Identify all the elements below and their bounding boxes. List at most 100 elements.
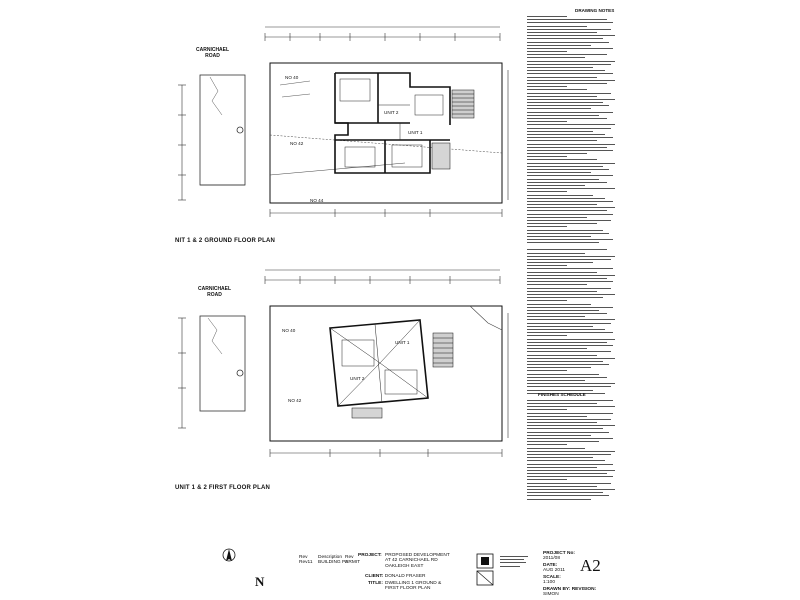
note-line xyxy=(527,306,613,308)
note-line xyxy=(527,406,615,408)
plan-title: NIT 1 & 2 GROUND FLOOR PLAN xyxy=(175,238,276,244)
note-line xyxy=(527,73,613,75)
title-field: TITLE: xyxy=(368,581,383,586)
client-field: CLIENT: DONALD FRASER xyxy=(365,574,426,579)
note-line xyxy=(527,325,593,327)
note-line xyxy=(527,316,585,318)
note-line xyxy=(527,226,567,228)
note-line xyxy=(527,223,597,225)
date-field: DATE:AUG 2011 xyxy=(543,563,566,574)
note-line xyxy=(527,86,567,88)
note-line xyxy=(527,332,613,334)
note-line xyxy=(527,54,607,56)
note-line xyxy=(527,322,611,324)
note-line xyxy=(527,268,613,270)
north-letter: N xyxy=(255,574,265,589)
note-line xyxy=(527,121,567,123)
note-line xyxy=(527,425,615,427)
schedule-heading: FINISHES SCHEDULE xyxy=(538,392,586,397)
note-line xyxy=(527,44,591,46)
note-line xyxy=(527,38,603,40)
note-line xyxy=(527,428,603,430)
note-line xyxy=(527,469,615,471)
note-line xyxy=(527,194,593,196)
note-line xyxy=(527,476,613,478)
lot-label: NO 42 xyxy=(290,141,304,146)
note-line xyxy=(527,297,603,299)
note-line xyxy=(527,447,585,449)
drawn-by-field: DRAWN BY: REVISION:SIMON xyxy=(543,587,597,598)
note-line xyxy=(527,265,567,267)
note-line xyxy=(527,271,597,273)
note-line xyxy=(527,434,591,436)
note-line xyxy=(527,172,591,174)
note-line xyxy=(527,51,567,53)
note-line xyxy=(527,495,609,497)
note-line xyxy=(527,335,567,337)
unit-label: UNIT 1 xyxy=(395,340,410,345)
note-line xyxy=(527,341,607,343)
note-line xyxy=(527,376,607,378)
note-line xyxy=(527,373,599,375)
notes-text-block xyxy=(527,16,619,500)
note-line xyxy=(527,293,615,295)
note-line xyxy=(527,133,605,135)
note-line xyxy=(527,188,615,190)
note-line xyxy=(527,200,613,202)
first-floor-drawing xyxy=(178,269,509,457)
note-line xyxy=(527,284,587,286)
unit-label: UNIT 2 xyxy=(384,110,399,115)
note-line xyxy=(527,338,615,340)
note-line xyxy=(527,146,607,148)
note-line xyxy=(527,399,613,401)
note-line xyxy=(527,159,597,161)
note-line xyxy=(527,463,613,465)
note-line xyxy=(527,351,611,353)
note-line xyxy=(527,492,603,494)
notes-heading: DRAWING NOTES xyxy=(575,8,615,13)
note-line xyxy=(527,153,587,155)
note-line xyxy=(527,249,607,251)
note-line xyxy=(527,178,599,180)
note-line xyxy=(527,114,599,116)
note-line xyxy=(527,149,613,151)
note-line xyxy=(527,92,611,94)
sheet-number: A2 xyxy=(580,556,601,575)
note-line xyxy=(527,415,587,417)
note-line xyxy=(527,47,613,49)
note-line xyxy=(527,165,603,167)
note-line xyxy=(527,252,585,254)
note-line xyxy=(527,386,611,388)
note-line xyxy=(527,460,605,462)
note-line xyxy=(527,213,613,215)
drawing-notes: DRAWING NOTES xyxy=(527,8,619,508)
note-line xyxy=(527,82,607,84)
note-line xyxy=(527,367,591,369)
note-line xyxy=(527,79,615,81)
note-line xyxy=(527,287,611,289)
note-line xyxy=(527,25,587,27)
plan-title: UNIT 1 & 2 FIRST FLOOR PLAN xyxy=(175,485,271,491)
note-line xyxy=(527,344,613,346)
lot-label: NO 40 xyxy=(285,75,299,80)
note-line xyxy=(527,169,609,170)
note-line xyxy=(527,498,591,500)
note-line xyxy=(527,258,611,260)
note-line xyxy=(527,70,605,72)
scale-field: SCALE:1:100 xyxy=(543,575,561,586)
note-line xyxy=(527,207,615,209)
note-line xyxy=(527,239,613,241)
note-line xyxy=(527,156,567,158)
note-line xyxy=(527,232,609,234)
north-arrow-icon xyxy=(222,548,236,562)
note-line xyxy=(527,255,615,257)
note-line xyxy=(527,229,603,231)
note-line xyxy=(527,281,613,283)
project-number: PROJECT No:2011/08 xyxy=(543,551,575,562)
note-line xyxy=(527,479,567,481)
note-line xyxy=(527,181,607,183)
note-line xyxy=(527,329,605,330)
note-line xyxy=(527,184,585,186)
